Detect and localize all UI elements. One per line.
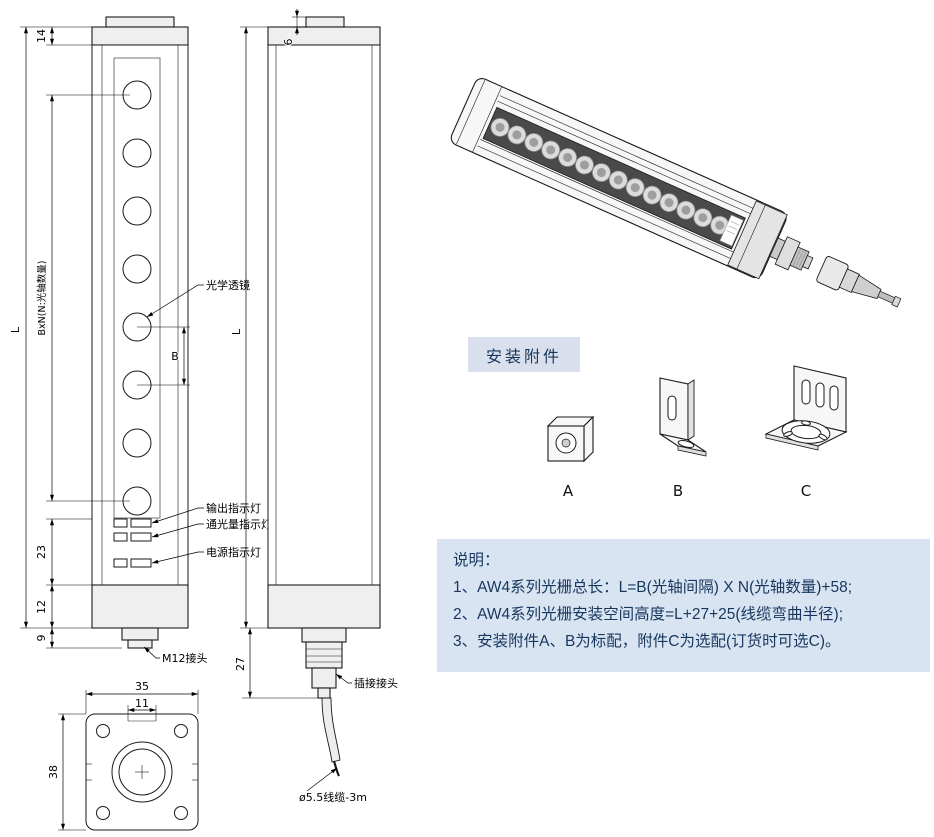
front-view: 14 L BxN(N:光轴数量) 23 12 9 B 光学透镜 输出指示灯 通光…: [8, 16, 273, 666]
accessory-a-drawing: [546, 415, 595, 463]
dim-14-label: 14: [35, 29, 48, 43]
power-indicator-label: 电源指示灯: [206, 545, 261, 559]
cable-plug-3d: [816, 256, 902, 308]
accessory-a-label: A: [563, 482, 574, 500]
accessory-b-label: B: [673, 482, 683, 500]
side-view: 6 L 27 插接接头 ø5.5线缆-3m: [229, 9, 399, 805]
accessory-c-drawing: [764, 365, 848, 451]
accessories-title: 安装附件: [468, 337, 580, 372]
output-indicator-label: 输出指示灯: [206, 501, 261, 515]
notes-line-1: 1、AW4系列光栅总长：L=B(光轴间隔) X N(光轴数量)+58;: [453, 579, 853, 596]
notes-title: 说明：: [453, 552, 500, 569]
cable: [321, 697, 341, 763]
accessory-b-drawing: [659, 377, 707, 457]
optical-lens-label: 光学透镜: [206, 278, 250, 292]
dim-b-label: B: [171, 350, 179, 363]
accessory-c-label: C: [801, 482, 811, 500]
bottom-view: 35 11 38: [46, 679, 199, 831]
dim-9-label: 9: [35, 635, 48, 642]
dim-6-label: 6: [282, 39, 295, 46]
dim-23-label: 23: [35, 545, 48, 559]
lens-row-3d: [490, 117, 730, 235]
cable-label: ø5.5线缆-3m: [299, 790, 367, 804]
dim-27-label: 27: [234, 657, 247, 671]
notes-line-2: 2、AW4系列光栅安装空间高度=L+27+25(线缆弯曲半径);: [453, 606, 844, 623]
m12-connector: [121, 627, 159, 641]
dim-l-front-label: L: [9, 326, 22, 333]
dim-12-label: 12: [35, 600, 48, 614]
dim-38-label: 38: [47, 765, 60, 779]
notes-box: 说明： 1、AW4系列光栅总长：L=B(光轴间隔) X N(光轴数量)+58; …: [437, 539, 930, 672]
m12-connector-3d: [769, 236, 814, 271]
dim-l-side-label: L: [230, 328, 243, 335]
dim-bxn-label: BxN(N:光轴数量): [36, 261, 48, 336]
product-label-sticker: [719, 214, 744, 247]
product-3d-view: [450, 78, 902, 308]
m12-connector-label: M12接头: [162, 652, 208, 665]
notes-line-3: 3、安装附件A、B为标配，附件C为选配(订货时可选C)。: [453, 633, 841, 650]
plug-connector-label: 插接接头: [354, 676, 398, 690]
dim-11-label: 11: [135, 697, 149, 710]
indicator-windows: [113, 518, 152, 568]
plug-connector: [301, 627, 347, 699]
light-indicator-label: 通光量指示灯: [206, 517, 272, 531]
dim-35-label: 35: [135, 680, 149, 693]
